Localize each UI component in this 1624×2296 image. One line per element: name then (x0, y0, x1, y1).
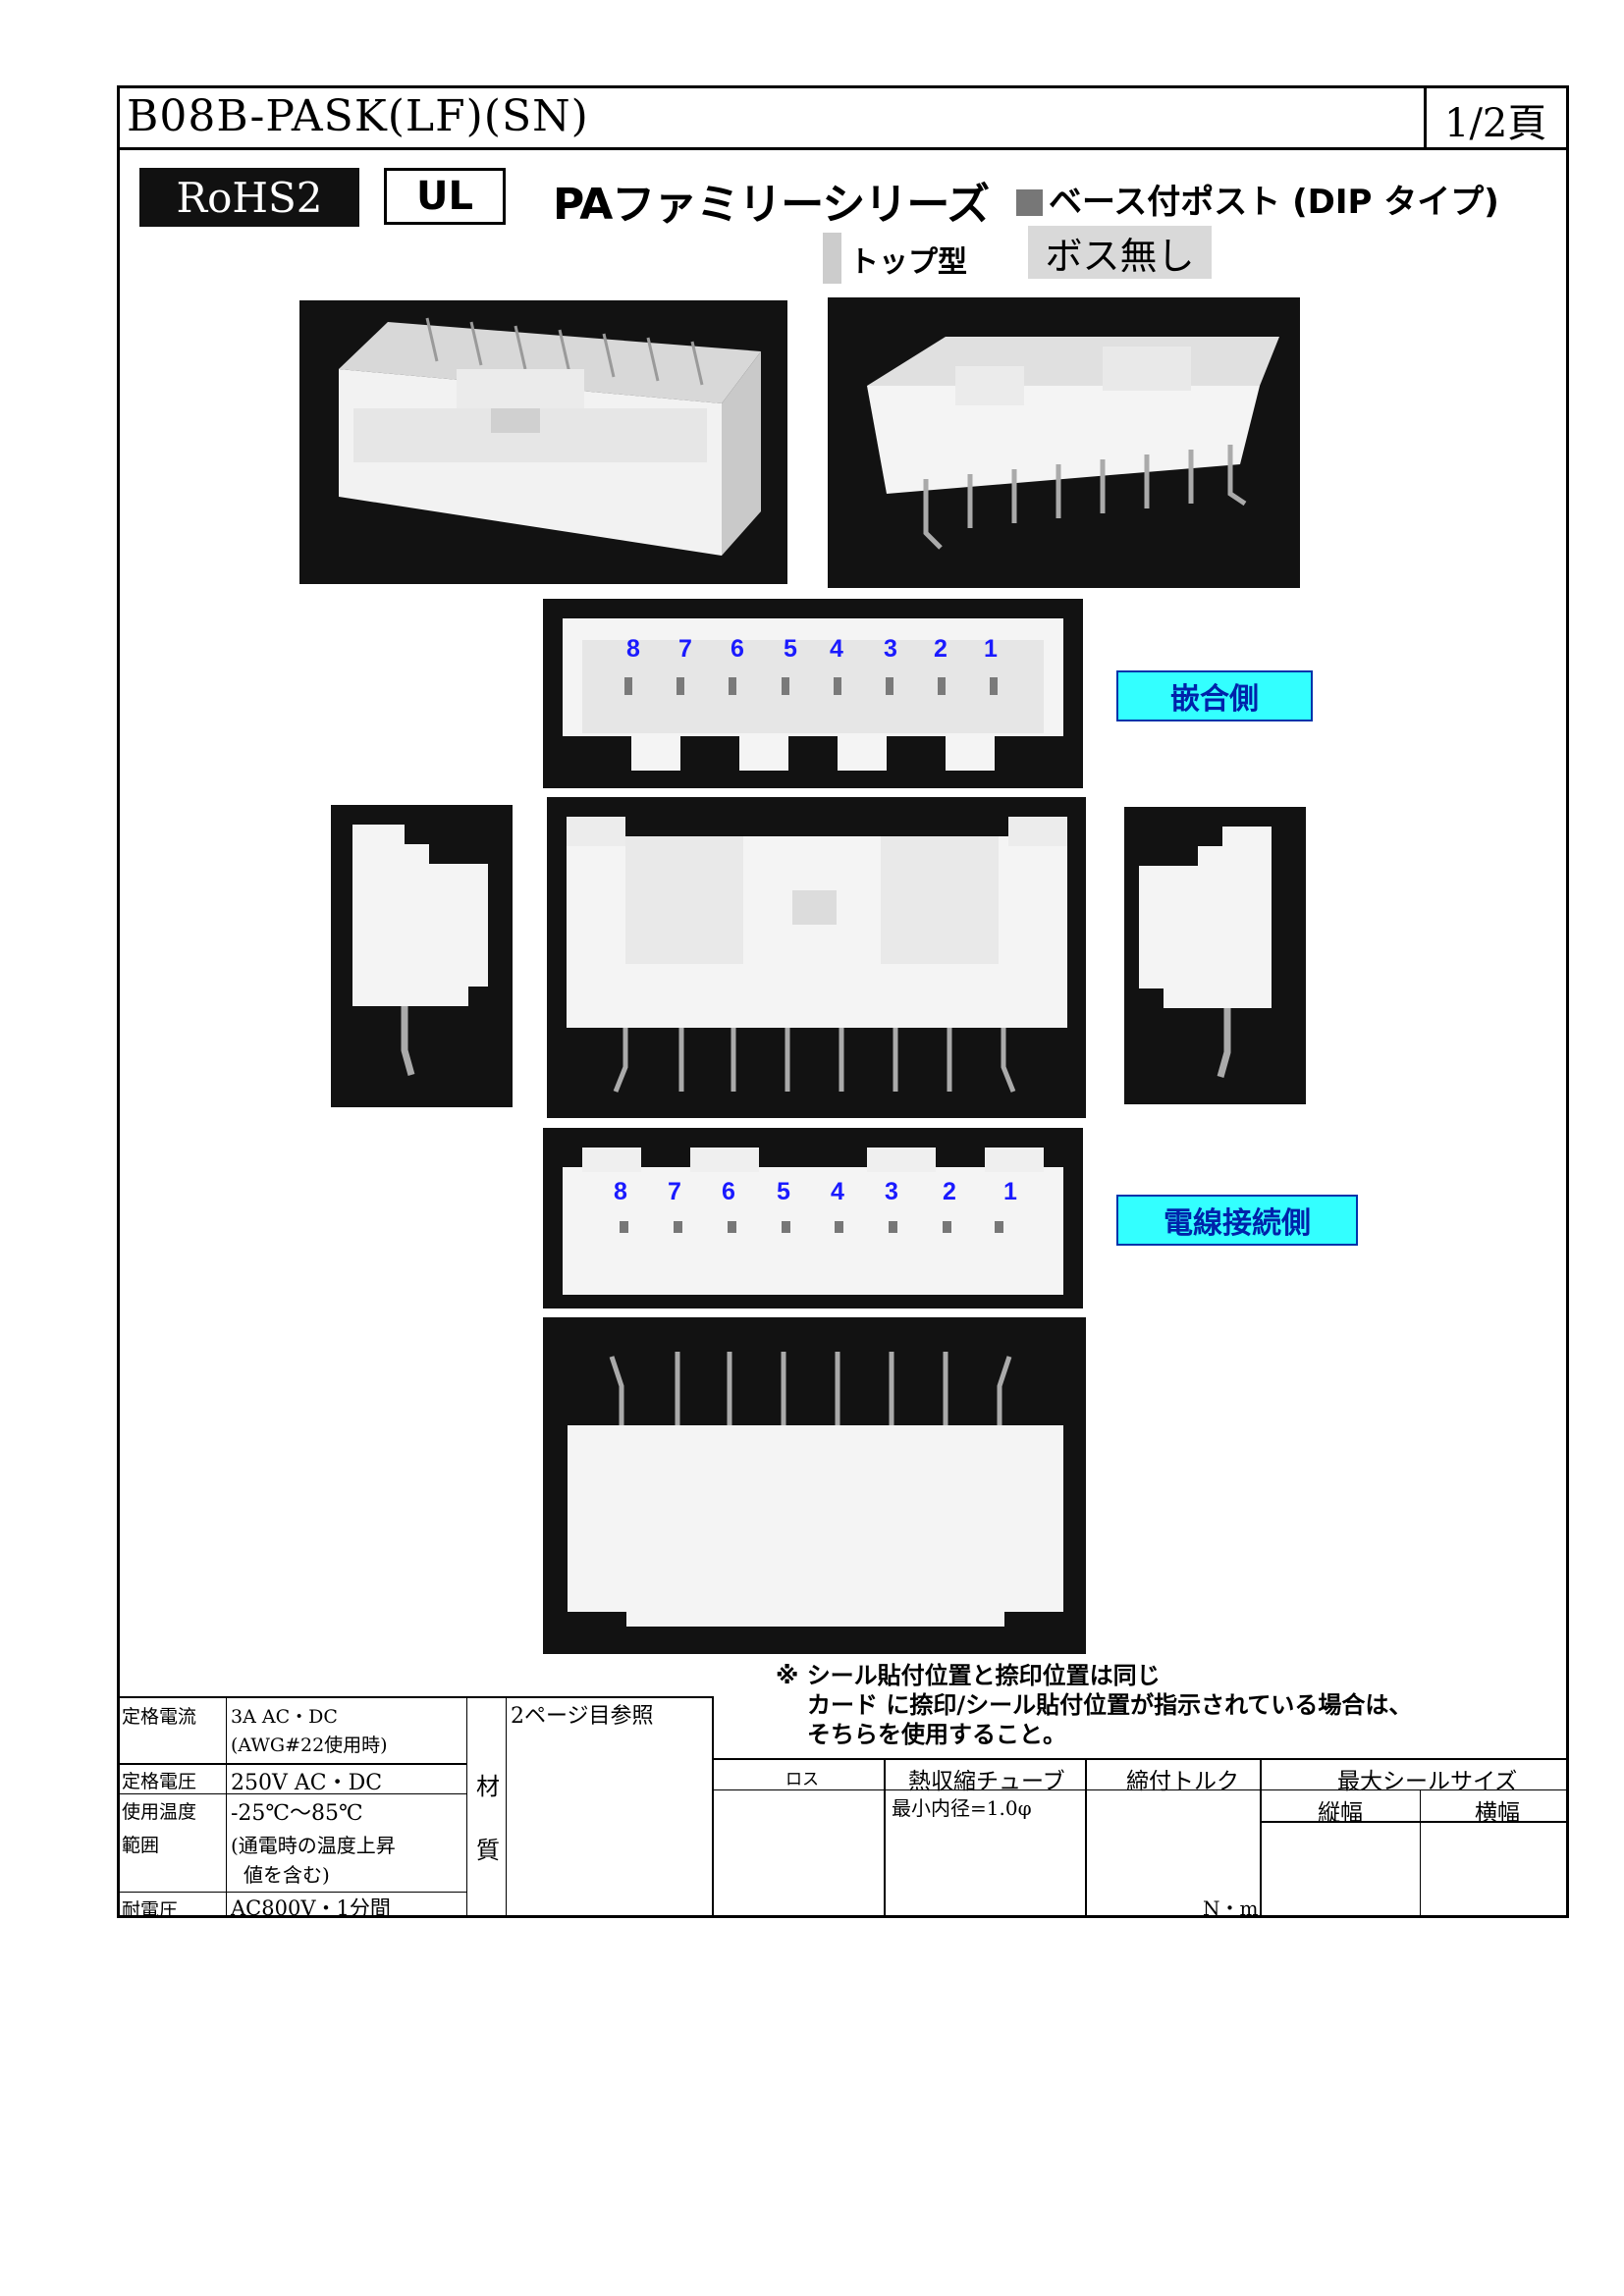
temp-range-label-1: 使用温度 (122, 1801, 197, 1823)
pin-number-mating-6: 6 (731, 635, 744, 663)
pin-number-mating-4: 4 (830, 635, 843, 663)
withstand-voltage-value: AC800V・1分間 (231, 1896, 391, 1920)
mating-side-label: 嵌合側 (1116, 670, 1313, 721)
pin-number-mating-1: 1 (984, 635, 998, 663)
series-name: PAファミリーシリーズ (553, 180, 990, 230)
heat-shrink-header: 熱収縮チューブ (908, 1769, 1065, 1794)
connector-photo-iso-front (299, 300, 787, 584)
spec-row-rule-2 (117, 1793, 466, 1794)
post-type-text: ベース付ポスト (DIP タイプ) (1049, 183, 1499, 222)
note-line-1: ※ シール貼付位置と捺印位置は同じ (776, 1662, 1161, 1689)
seal-height-header: 縦幅 (1318, 1800, 1363, 1826)
spec-row-rule-1 (117, 1763, 466, 1765)
square-bullet-icon (1016, 189, 1043, 216)
spec-left-divider-3 (506, 1696, 507, 1918)
torque-header: 締付トルク (1126, 1769, 1239, 1794)
top-type-marker (823, 233, 841, 284)
withstand-voltage-label: 耐電圧 (122, 1899, 179, 1921)
seal-width-header: 横幅 (1475, 1800, 1520, 1826)
pin-number-wire-5: 5 (777, 1178, 790, 1205)
title-row: B08B-PASK(LF)(SN) 1/2頁 (117, 85, 1569, 150)
loss-header: ロス (785, 1770, 819, 1789)
rated-voltage-label: 定格電圧 (122, 1771, 197, 1792)
pin-number-mating-2: 2 (934, 635, 947, 663)
pin-number-mating-3: 3 (884, 635, 897, 663)
connector-photo-iso-back (828, 297, 1300, 588)
pin-number-wire-6: 6 (722, 1178, 735, 1205)
material-value: 2ページ目参照 (511, 1704, 654, 1729)
temp-range-note-1: (通電時の温度上昇 (231, 1834, 396, 1857)
page-number: 1/2頁 (1444, 101, 1547, 146)
right-table-top-rule (712, 1758, 1569, 1760)
torque-unit: N・m (1203, 1896, 1259, 1920)
spec-left-divider-1 (226, 1696, 227, 1918)
rated-voltage-value: 250V AC・DC (231, 1771, 383, 1795)
ul-badge: UL (384, 168, 506, 225)
rohs-badge: RoHS2 (139, 168, 359, 227)
temp-range-value: -25℃～85℃ (231, 1801, 363, 1826)
right-table-header-rule (712, 1789, 1260, 1790)
material-label-2: 質 (476, 1837, 500, 1864)
post-type: ベース付ポスト (DIP タイプ) (1016, 175, 1499, 223)
pin-number-wire-3: 3 (885, 1178, 898, 1205)
boss-label: ボス無し (1028, 226, 1212, 279)
pin-number-wire-8: 8 (614, 1178, 627, 1205)
spec-row-rule-3 (117, 1892, 466, 1893)
spec-left-divider-2 (466, 1696, 467, 1918)
right-table-subheader-rule (1260, 1789, 1569, 1790)
connector-photo-left-side (331, 805, 513, 1107)
max-seal-header: 最大シールサイズ (1337, 1769, 1518, 1794)
right-table-subheader-rule-2 (1260, 1821, 1569, 1823)
page-frame (117, 85, 1569, 1918)
connector-photo-bottom (543, 1317, 1086, 1654)
right-table-divider-2 (1085, 1758, 1087, 1918)
top-type: トップ型 (849, 245, 967, 280)
part-number-title: B08B-PASK(LF)(SN) (127, 91, 589, 141)
pin-number-mating-8: 8 (626, 635, 640, 663)
connector-photo-front (547, 797, 1086, 1118)
spec-left-divider-4 (712, 1696, 714, 1918)
temp-range-label-2: 範囲 (122, 1835, 160, 1856)
right-table-divider-4 (1420, 1789, 1421, 1918)
note-line-2: カード に捺印/シール貼付位置が指示されている場合は、 (807, 1691, 1413, 1719)
material-label-1: 材 (476, 1773, 500, 1800)
heat-shrink-value: 最小内径=1.0φ (892, 1796, 1032, 1820)
pin-number-mating-5: 5 (784, 635, 797, 663)
right-table-divider-1 (884, 1758, 886, 1918)
pin-number-wire-4: 4 (831, 1178, 844, 1205)
wire-side-label: 電線接続側 (1116, 1195, 1358, 1246)
connector-photo-mating-face (543, 599, 1083, 788)
pin-number-wire-1: 1 (1003, 1178, 1017, 1205)
rated-current-label: 定格電流 (122, 1706, 197, 1728)
spec-top-rule (117, 1696, 712, 1698)
rated-current-note: (AWG#22使用時) (231, 1735, 388, 1756)
pin-number-wire-7: 7 (668, 1178, 681, 1205)
rated-current-value: 3A AC・DC (231, 1706, 338, 1728)
temp-range-note-2: 値を含む) (244, 1863, 330, 1887)
connector-photo-right-side (1124, 807, 1306, 1104)
pin-number-wire-2: 2 (943, 1178, 956, 1205)
right-table-divider-3 (1260, 1758, 1262, 1918)
connector-photo-wire-face (543, 1128, 1083, 1308)
pin-number-mating-7: 7 (678, 635, 692, 663)
note-line-3: そちらを使用すること。 (807, 1721, 1066, 1748)
page-number-cell: 1/2頁 (1424, 85, 1569, 147)
